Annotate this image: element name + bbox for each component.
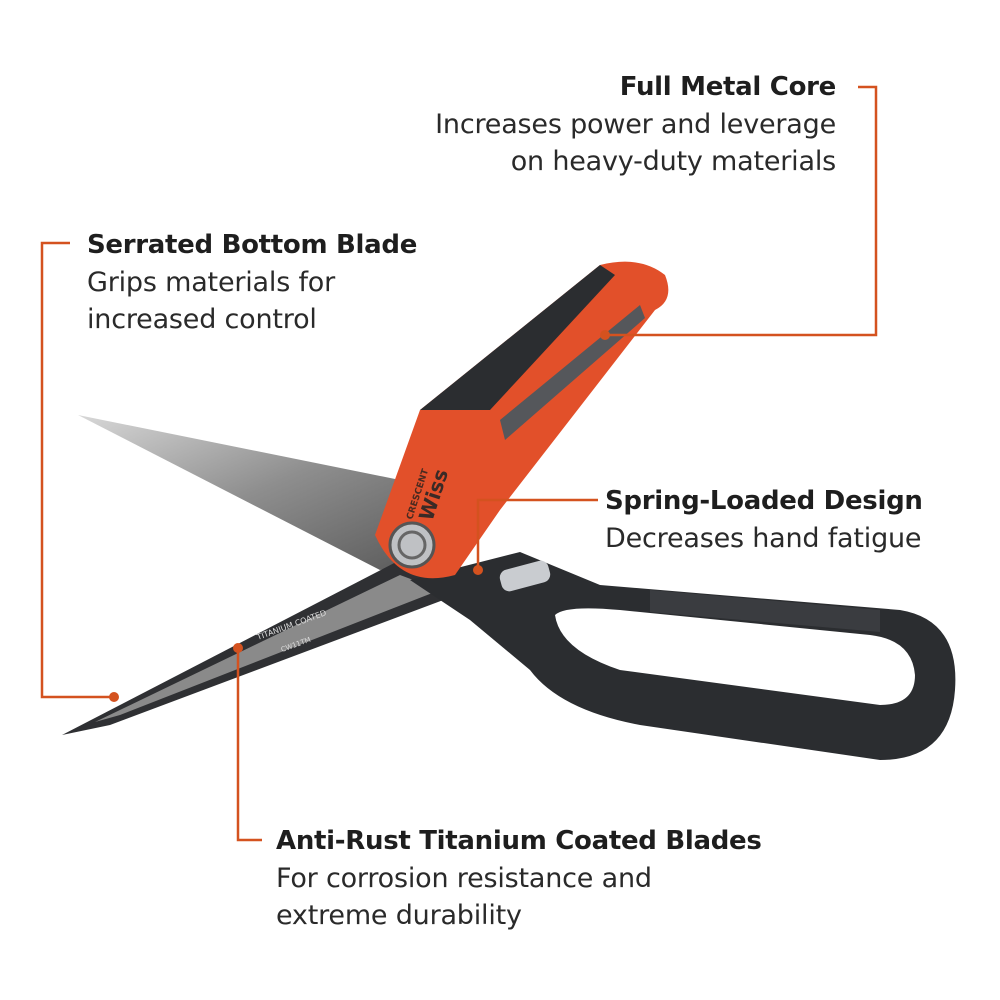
callout-desc: extreme durability: [276, 900, 522, 931]
top-blade: [78, 415, 430, 570]
spring: [499, 560, 551, 592]
callout-spring-loaded-design: Spring-Loaded Design Decreases hand fati…: [605, 482, 923, 557]
callout-desc: Grips materials for: [87, 267, 335, 298]
callout-anti-rust-blades: Anti-Rust Titanium Coated Blades For cor…: [276, 822, 762, 934]
pivot-screw: [388, 521, 436, 569]
callout-desc: Increases power and leverage: [435, 109, 836, 140]
callout-dots: [109, 330, 610, 702]
callout-lines: [40, 85, 878, 842]
callout-title: Full Metal Core: [619, 72, 837, 102]
callout-desc: For corrosion resistance and: [276, 863, 652, 894]
callout-serrated-bottom-blade: Serrated Bottom Blade Grips materials fo…: [87, 226, 417, 338]
callout-title: Serrated Bottom Blade: [87, 230, 418, 260]
callout-full-metal-core: Full Metal Core Increases power and leve…: [435, 68, 836, 180]
callout-title: Anti-Rust Titanium Coated Blades: [276, 826, 762, 856]
callout-title: Spring-Loaded Design: [605, 486, 923, 516]
callout-desc: on heavy-duty materials: [510, 146, 836, 177]
callout-desc: increased control: [87, 304, 317, 335]
callout-desc: Decreases hand fatigue: [605, 523, 922, 554]
